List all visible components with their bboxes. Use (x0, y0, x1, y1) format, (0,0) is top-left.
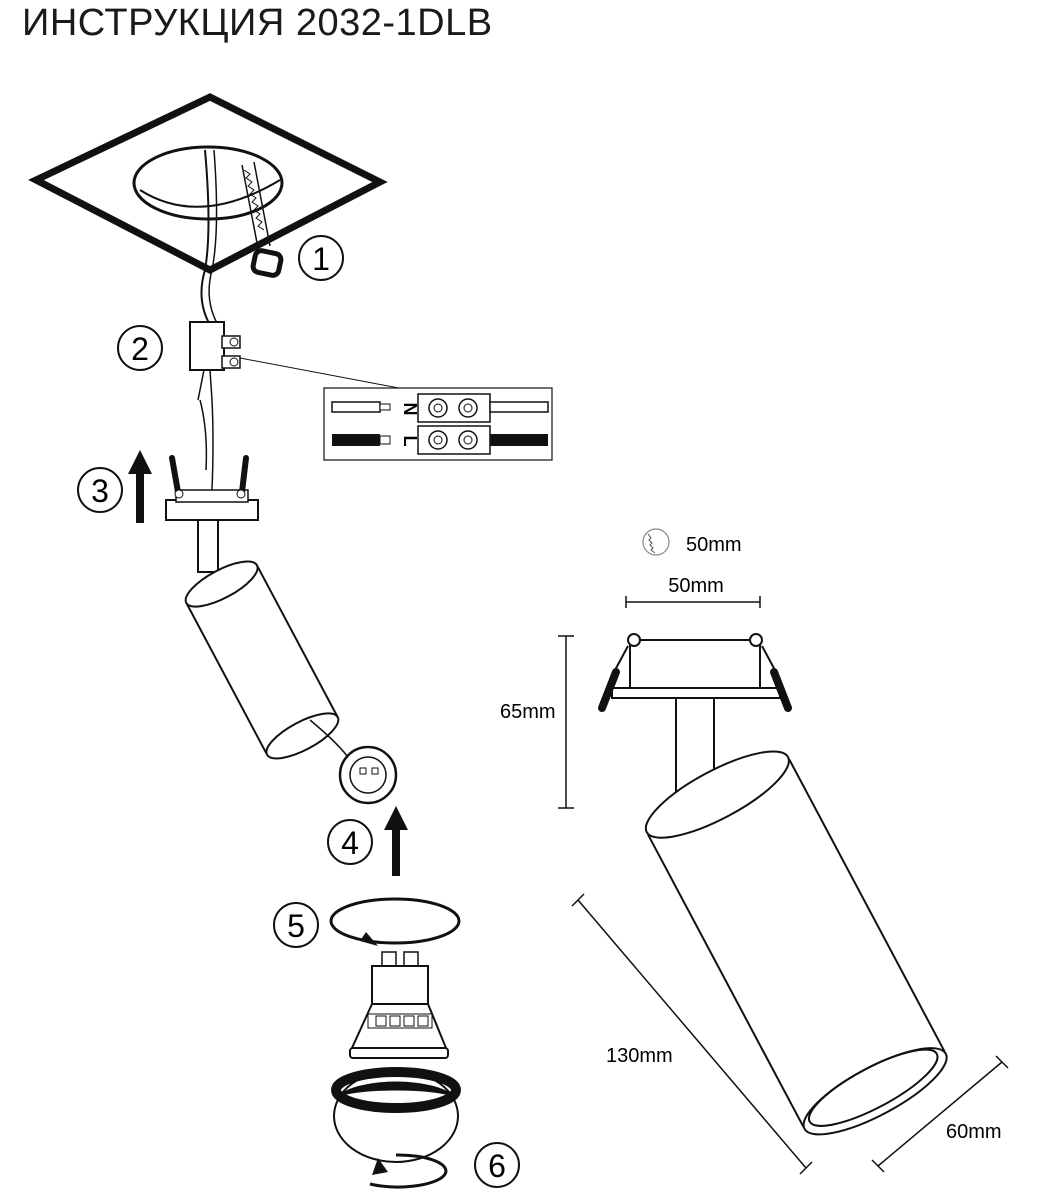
svg-text:50mm: 50mm (686, 534, 742, 556)
lamp-socket (309, 719, 398, 805)
page-title: ИНСТРУКЦИЯ 2032-1DLB (22, 2, 493, 44)
svg-text:60mm: 60mm (946, 1121, 1002, 1143)
wiring-detail: N L (323, 387, 553, 461)
rotate-arrow-icon (329, 897, 461, 946)
rotate-arrow-icon (369, 1153, 448, 1189)
step-number-3: 3 (77, 467, 123, 513)
step-number-2: 2 (117, 325, 163, 371)
svg-text:65mm: 65mm (500, 701, 556, 723)
step-number-4: 4 (327, 819, 373, 865)
svg-text:4: 4 (341, 825, 359, 861)
svg-text:1: 1 (312, 241, 330, 277)
lens-ring (331, 1067, 461, 1163)
length-dimension: 130mm (571, 893, 813, 1175)
supply-cable (200, 149, 211, 326)
svg-text:6: 6 (488, 1148, 506, 1184)
step-number-5: 5 (273, 902, 319, 948)
svg-text:130mm: 130mm (606, 1045, 673, 1067)
spotlight-body (184, 519, 340, 760)
svg-text:5: 5 (287, 908, 305, 944)
up-arrow-icon (128, 450, 152, 523)
cutout-dimension: 50mm (642, 528, 742, 556)
svg-text:2: 2 (131, 331, 149, 367)
terminal-block (189, 321, 241, 491)
step-number-6: 6 (474, 1142, 520, 1188)
height-dimension: 65mm (500, 635, 574, 809)
hole-saw-icon (241, 161, 284, 278)
assembled-fixture (598, 633, 948, 1136)
neutral-label: N (400, 403, 420, 416)
width-dimension: 50mm (625, 575, 761, 608)
live-label: L (400, 436, 420, 447)
gu10-bulb (349, 951, 449, 1059)
up-arrow-icon (384, 806, 408, 876)
svg-text:50mm: 50mm (668, 575, 724, 597)
hole-saw-icon (642, 528, 670, 556)
mounting-flange (165, 455, 259, 521)
step-number-1: 1 (298, 235, 344, 281)
svg-text:3: 3 (91, 473, 109, 509)
diameter-dimension: 60mm (871, 1055, 1009, 1173)
